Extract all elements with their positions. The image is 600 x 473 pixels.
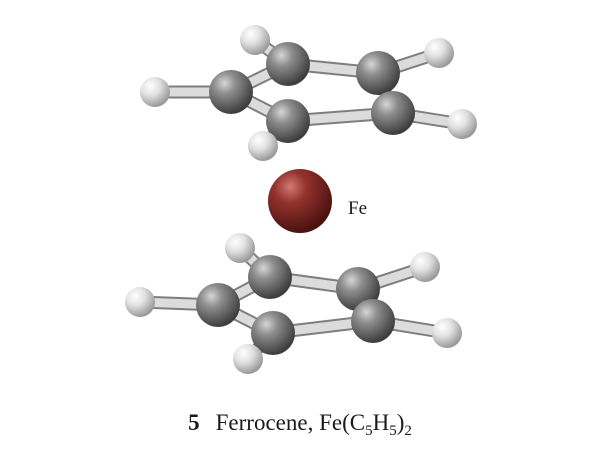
iron-atom xyxy=(268,169,332,233)
compound-number: 5 xyxy=(188,410,200,435)
formula-subscript-c: 5 xyxy=(365,423,373,439)
iron-atom-group xyxy=(268,169,332,233)
hydrogen-atom xyxy=(432,318,462,348)
hydrogen-atom xyxy=(410,252,440,282)
formula-subscript-h: 5 xyxy=(389,423,397,439)
hydrogen-atom xyxy=(248,131,278,161)
carbon-atom xyxy=(351,299,395,343)
carbon-atom xyxy=(266,42,310,86)
lower-cyclopentadienyl-ring xyxy=(125,233,462,374)
carbon-atom xyxy=(356,51,400,95)
carbon-atom xyxy=(371,91,415,135)
hydrogen-atom xyxy=(424,38,454,68)
hydrogen-atom xyxy=(240,25,270,55)
formula-close-paren: ) xyxy=(396,410,405,435)
carbon-atom xyxy=(196,283,240,327)
compound-name: Ferrocene, Fe(C xyxy=(215,410,366,435)
formula-hydrogen: H xyxy=(372,410,390,435)
hydrogen-atom xyxy=(447,109,477,139)
upper-cyclopentadienyl-ring xyxy=(140,25,477,161)
hydrogen-atom xyxy=(125,287,155,317)
hydrogen-atom xyxy=(233,344,263,374)
iron-label: Fe xyxy=(348,198,367,219)
hydrogen-atom xyxy=(140,77,170,107)
carbon-atom xyxy=(248,255,292,299)
carbon-atom xyxy=(209,70,253,114)
carbon-atom xyxy=(251,311,295,355)
formula-subscript-ring-count: 2 xyxy=(404,423,412,439)
carbon-atom xyxy=(266,99,310,143)
hydrogen-atom xyxy=(225,233,255,263)
